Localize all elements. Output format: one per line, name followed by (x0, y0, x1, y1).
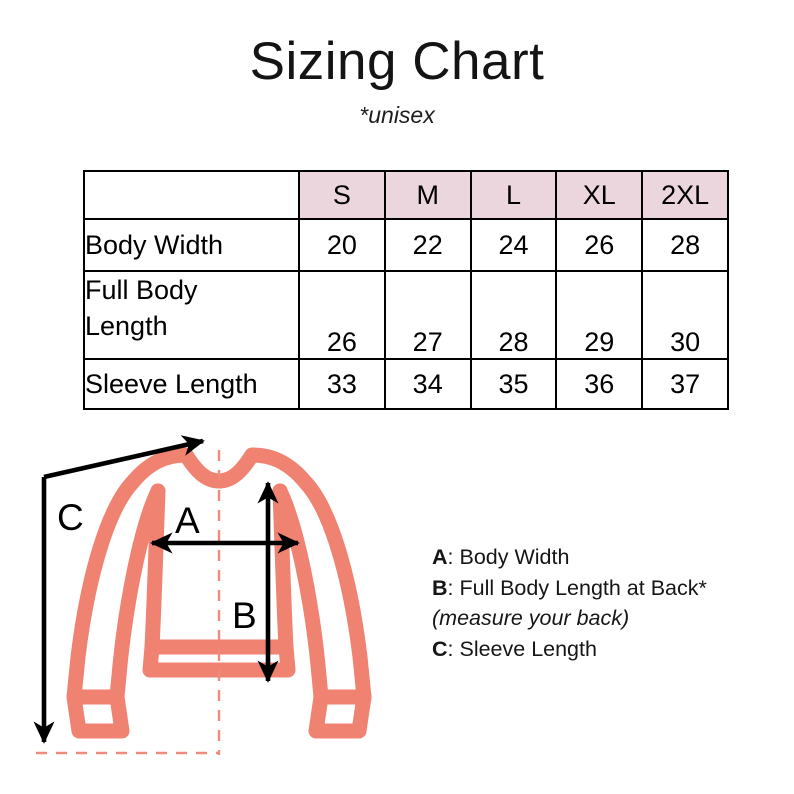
cell-full-body-length-m: 27 (383, 270, 472, 360)
cell-full-body-length-xl: 29 (555, 270, 644, 360)
cell-sleeve-length-s: 33 (298, 358, 386, 410)
row-label-full-body-length: Full Body Length (83, 270, 300, 360)
measure-c-arrow (33, 435, 205, 744)
measure-b-label: B (232, 595, 257, 636)
legend-key-c: C (432, 637, 448, 662)
table-row: Sleeve Length 33 34 35 36 37 (83, 358, 729, 410)
cell-body-width-m: 22 (383, 218, 472, 272)
legend-note: (measure your back) (432, 606, 630, 631)
page-title: Sizing Chart (249, 32, 545, 91)
cell-sleeve-length-l: 35 (469, 358, 558, 410)
cell-sleeve-length-m: 34 (383, 358, 472, 410)
cell-full-body-length-s: 26 (298, 270, 386, 360)
measurement-legend: A: Body Width B: Full Body Length at Bac… (432, 542, 772, 665)
sizing-table: S M L XL 2XL Body Width 20 22 24 26 28 F… (83, 170, 729, 410)
cell-full-body-length-l: 28 (469, 270, 558, 360)
legend-text-c: : Sleeve Length (447, 637, 597, 662)
table-corner-cell (83, 170, 300, 220)
legend-text-a: : Body Width (447, 545, 570, 569)
legend-line-b: B: Full Body Length at Back* (432, 573, 772, 604)
cell-sleeve-length-xl: 36 (555, 358, 644, 410)
column-header-l: L (469, 170, 558, 220)
legend-line-a: A: Body Width (432, 542, 772, 573)
cell-sleeve-length-2xl: 37 (641, 358, 729, 410)
measure-c-label: C (57, 497, 84, 538)
garment-illustration: C A B (0, 425, 420, 775)
measure-a-label: A (175, 500, 200, 541)
row-label-sleeve-length: Sleeve Length (83, 358, 300, 410)
table-row: Full Body Length 26 27 28 29 30 (83, 270, 729, 360)
column-header-2xl: 2XL (641, 170, 729, 220)
cell-body-width-l: 24 (469, 218, 558, 272)
column-header-s: S (298, 170, 386, 220)
cell-full-body-length-2xl: 30 (641, 270, 729, 360)
cell-body-width-xl: 26 (555, 218, 644, 272)
row-label-line-1: Full Body (85, 275, 198, 305)
title-block: Sizing Chart *unisex (0, 34, 794, 129)
page-subtitle: *unisex (359, 101, 435, 128)
legend-key-a: A (432, 545, 448, 569)
row-label-body-width: Body Width (83, 218, 300, 272)
row-label-line-2: Length (85, 311, 168, 342)
cell-body-width-s: 20 (298, 218, 386, 272)
column-header-xl: XL (555, 170, 644, 220)
cell-body-width-2xl: 28 (641, 218, 729, 272)
legend-line-c: C: Sleeve Length (432, 634, 772, 665)
column-header-m: M (383, 170, 472, 220)
legend-text-b: : Full Body Length at Back* (447, 575, 707, 600)
table-row: Body Width 20 22 24 26 28 (83, 218, 729, 272)
table-header-row: S M L XL 2XL (83, 170, 729, 220)
legend-key-b: B (432, 575, 448, 600)
